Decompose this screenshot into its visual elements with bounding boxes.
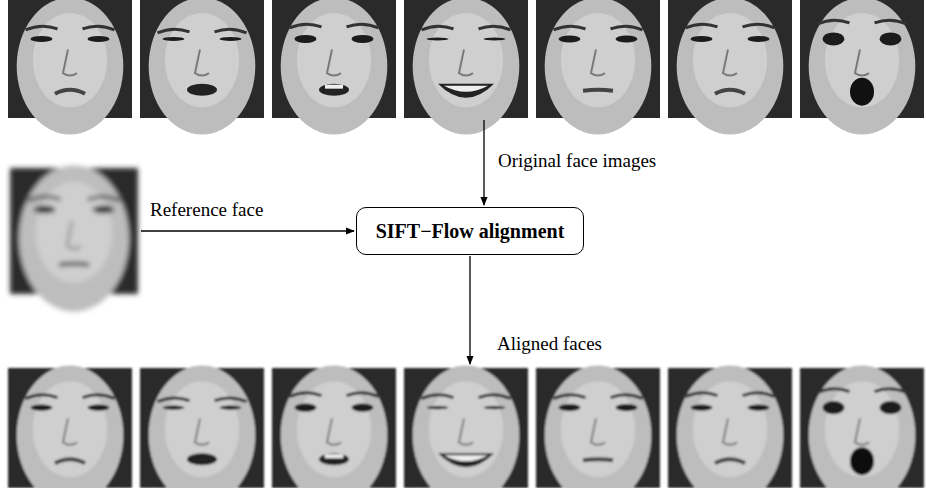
face-photo bbox=[800, 366, 924, 488]
face-photo bbox=[668, 0, 792, 135]
face-photo bbox=[800, 0, 924, 135]
face-photo bbox=[8, 0, 132, 135]
flow-arrow bbox=[469, 256, 470, 364]
face-photo bbox=[8, 366, 132, 488]
face-photo bbox=[668, 366, 792, 488]
flow-label: Reference face bbox=[150, 199, 263, 221]
flow-arrow bbox=[141, 230, 354, 231]
face-photo bbox=[404, 366, 528, 488]
label-text: Aligned faces bbox=[497, 333, 602, 354]
flow-arrow bbox=[483, 120, 484, 205]
flow-label: Aligned faces bbox=[497, 333, 602, 355]
face-photo bbox=[140, 366, 264, 488]
box-title: SIFT−Flow alignment bbox=[376, 220, 565, 243]
label-text: Reference face bbox=[150, 199, 263, 220]
face-photo bbox=[272, 366, 396, 488]
face-photo bbox=[536, 0, 660, 135]
process-box: SIFT−Flow alignment bbox=[356, 207, 585, 255]
face-photo bbox=[272, 0, 396, 135]
flow-label: Original face images bbox=[498, 150, 656, 172]
face-photo bbox=[140, 0, 264, 135]
label-text: Original face images bbox=[498, 150, 656, 171]
face-photo bbox=[10, 165, 138, 311]
face-photo bbox=[404, 0, 528, 135]
face-photo bbox=[536, 366, 660, 488]
